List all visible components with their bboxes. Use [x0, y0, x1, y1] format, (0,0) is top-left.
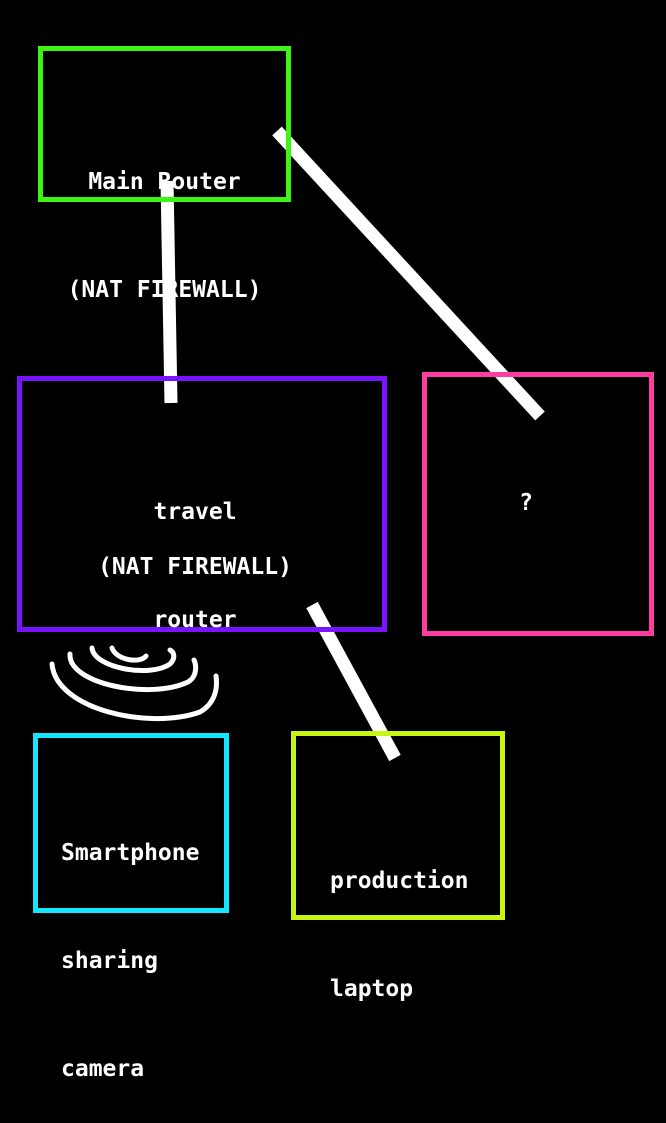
travel-router-label: travel router — [17, 422, 373, 674]
smartphone-line1: Smartphone — [61, 840, 200, 866]
main-router-type: (NAT FIREWALL) — [67, 277, 262, 303]
smartphone-line3: camera — [61, 1056, 145, 1082]
connector-main-to-unknown — [272, 126, 545, 421]
main-router-name: Main Router — [88, 169, 241, 195]
unknown-node — [422, 372, 654, 636]
travel-router-node — [17, 376, 387, 632]
network-diagram: { "colors": { "background": "#000000", "… — [17, 46, 654, 1082]
laptop-label: production laptop — [330, 791, 468, 1043]
connector-main-to-travel — [160, 180, 178, 404]
main-router-label: Main Router (NAT FIREWALL) — [38, 92, 291, 344]
smartphone-label: Smartphone sharing camera — [61, 763, 199, 1123]
unknown-label: ? — [519, 490, 533, 516]
travel-router-name-line1: travel — [153, 499, 237, 525]
travel-router-type: (NAT FIREWALL) — [98, 554, 292, 580]
wifi-icon — [49, 645, 219, 721]
smartphone-node — [33, 733, 229, 913]
travel-router-name-line2: router — [153, 607, 237, 633]
smartphone-line2: sharing — [61, 948, 158, 974]
main-router-node — [38, 46, 291, 202]
laptop-node — [291, 731, 505, 920]
laptop-line2: laptop — [330, 976, 414, 1002]
laptop-line1: production — [330, 868, 469, 894]
